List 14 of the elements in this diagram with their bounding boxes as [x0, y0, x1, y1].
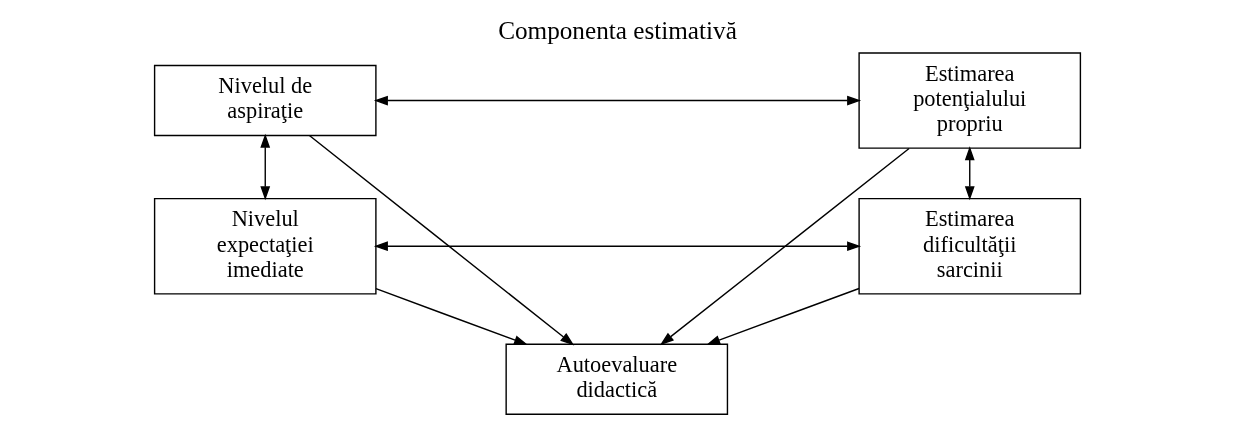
- arrow: [659, 147, 910, 346]
- arrow: [308, 134, 575, 346]
- node-box: Autoevaluare didactică: [505, 343, 729, 415]
- node-box: Estimarea potenţialului propriu: [858, 52, 1082, 149]
- arrow: [373, 241, 862, 252]
- arrow: [260, 133, 271, 201]
- diagram-title: Componenta estimativă: [498, 17, 737, 45]
- node-box: Estimarea dificultăţii sarcinii: [858, 197, 1082, 295]
- node-box: Nivelul expectaţiei imediate: [153, 197, 377, 295]
- node-box: Nivelul de aspiraţie: [153, 64, 377, 137]
- arrow: [964, 146, 975, 201]
- arrow: [706, 287, 860, 345]
- arrow: [375, 287, 528, 345]
- arrow: [373, 95, 862, 106]
